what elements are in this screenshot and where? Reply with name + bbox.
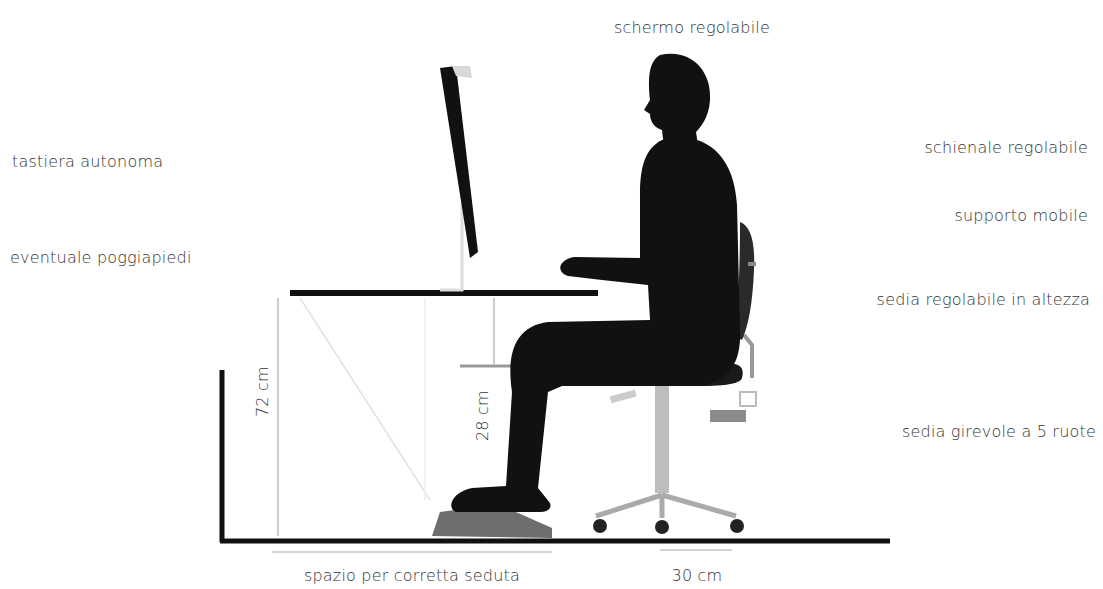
guide-line [424,298,426,500]
monitor [440,66,478,258]
part-label: supporto mobile [954,206,1088,225]
dimension-line [660,549,732,550]
dimension-label: 72 cm [252,367,271,418]
part-label: sedia regolabile in altezza [877,290,1090,309]
wall [220,370,225,542]
part-label: schienale regolabile [925,138,1088,157]
dimension-line [272,551,552,552]
dimension-label: spazio per corretta seduta [304,566,520,585]
dimension-line [277,298,278,536]
dimension-line [493,298,494,364]
part-label: eventuale poggiapiedi [10,248,192,267]
part-label: sedia girevole a 5 ruote [902,422,1096,441]
guide-line [300,298,430,500]
part-label: schermo regolabile [614,18,770,37]
floor [220,539,890,544]
dimension-label: 30 cm [672,566,723,585]
dimension-label: 28 cm [472,391,491,442]
part-label: tastiera autonoma [12,152,163,171]
monitor-edge [452,66,472,78]
person-silhouette [451,54,740,512]
